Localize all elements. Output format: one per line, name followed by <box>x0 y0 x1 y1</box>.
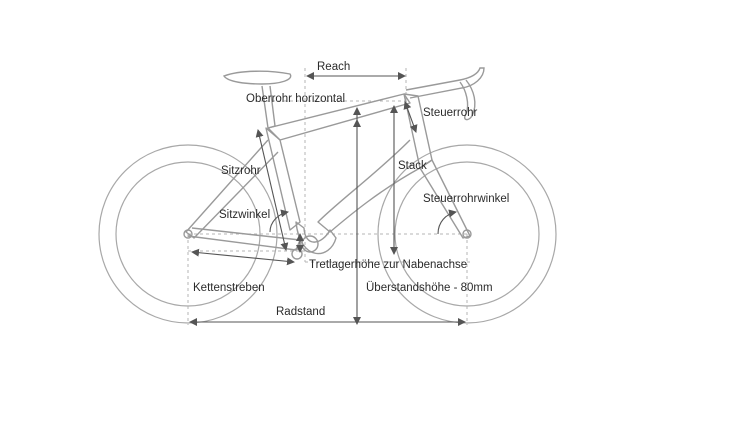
label-seat-angle: Sitzwinkel <box>219 209 271 221</box>
saddle <box>222 70 292 85</box>
handlebar <box>405 67 485 121</box>
label-standover: Überstandshöhe - 80mm <box>366 282 493 294</box>
label-bb-drop: Tretlagerhöhe zur Nabenachse <box>309 259 468 271</box>
measurement-lines <box>189 72 466 326</box>
label-top-tube-horizontal: Oberrohr horizontal <box>246 93 346 105</box>
label-stack: Stack <box>398 160 427 172</box>
label-chainstays: Kettenstreben <box>193 282 265 294</box>
label-head-tube-angle: Steuerrohrwinkel <box>423 193 510 205</box>
label-seat-tube: Sitzrohr <box>221 165 261 177</box>
label-reach: Reach <box>317 61 351 73</box>
label-wheelbase: Radstand <box>276 306 326 318</box>
label-head-tube: Steuerrohr <box>423 107 478 119</box>
